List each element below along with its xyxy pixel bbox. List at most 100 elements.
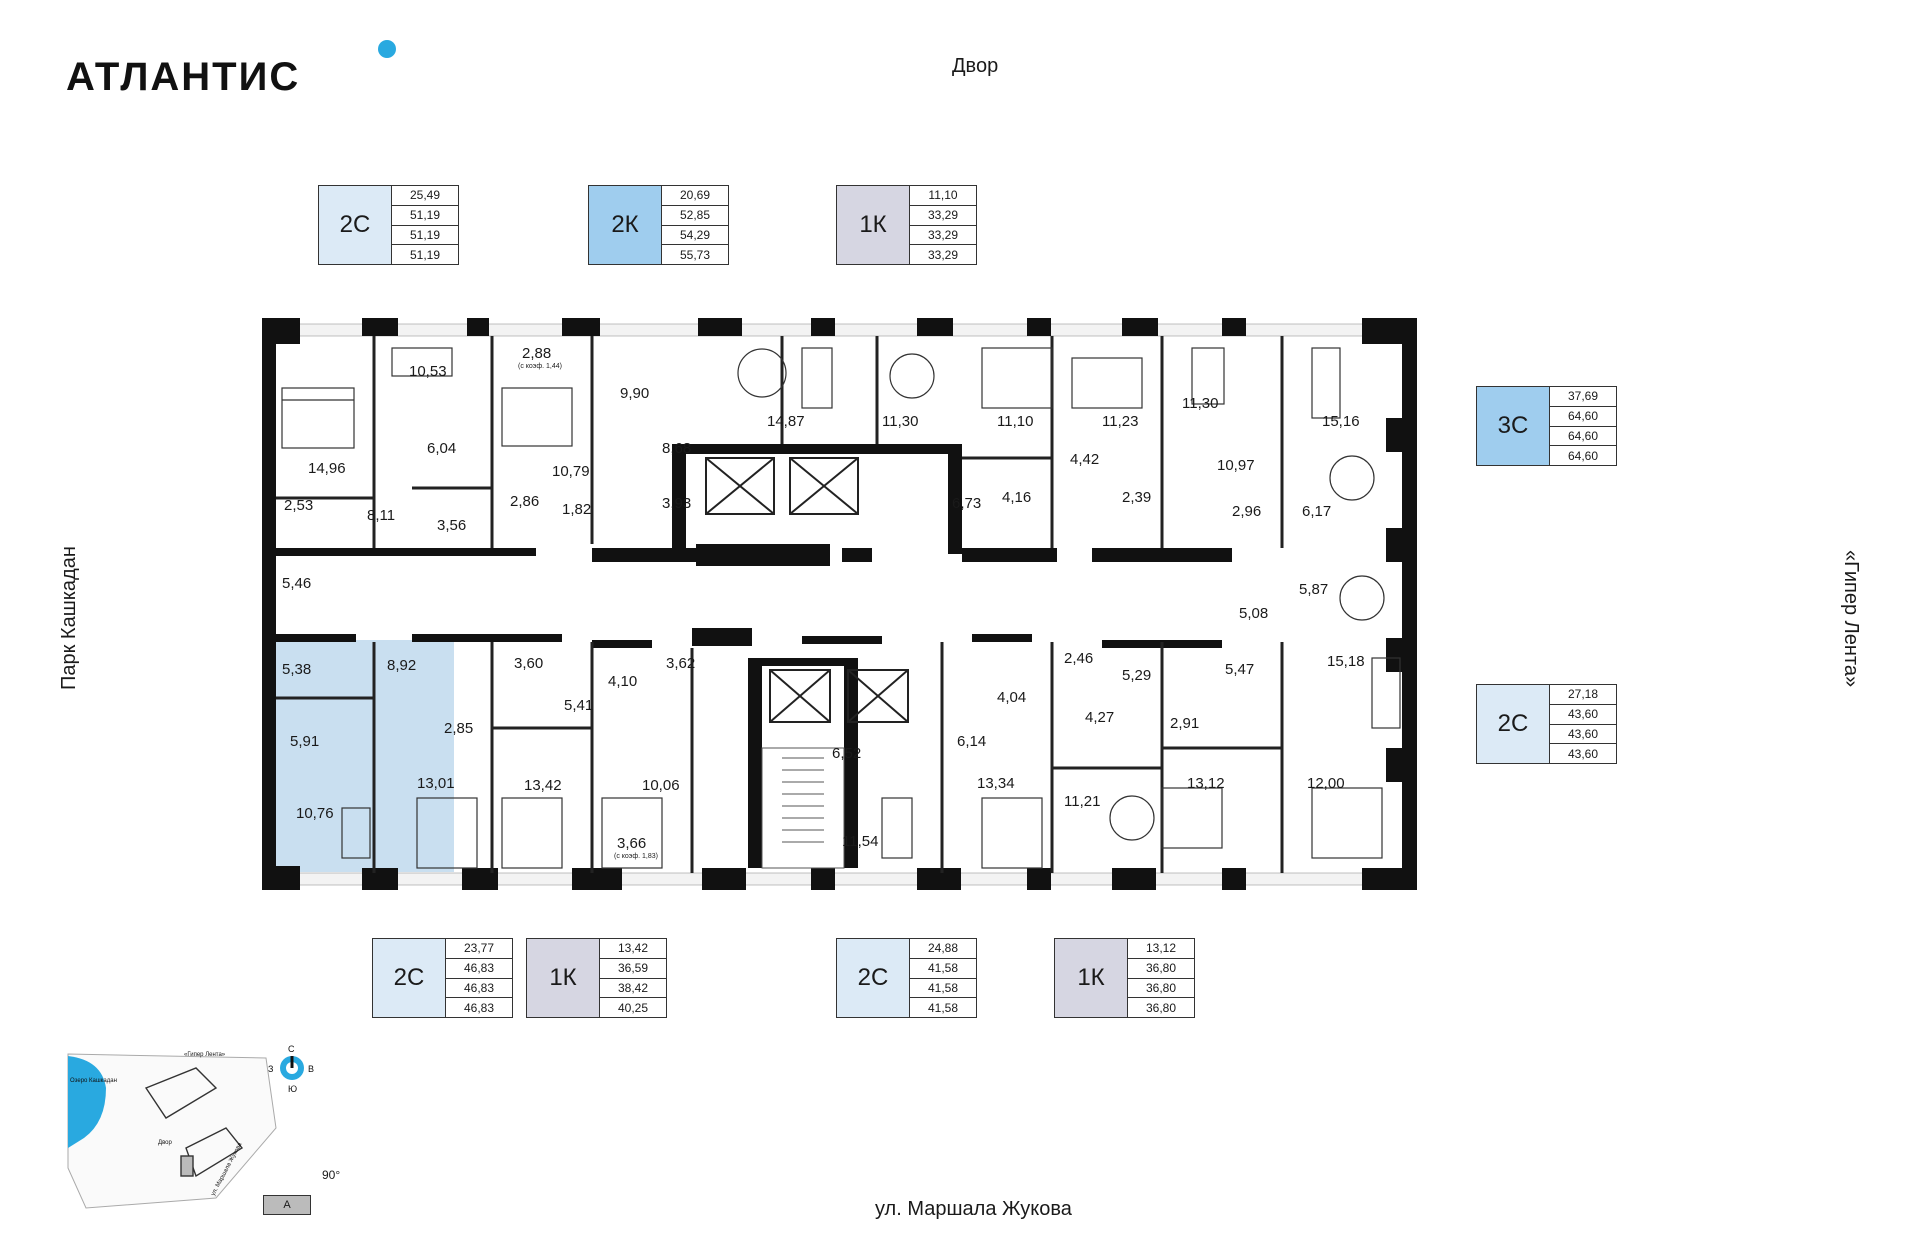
room-area-note: (с коэф. 1,44): [518, 363, 562, 370]
area-value: 43,60: [1567, 746, 1599, 761]
area-value: 36,80: [1128, 979, 1194, 999]
compass-south: Ю: [288, 1084, 297, 1094]
room-area: 2,46: [1064, 650, 1093, 667]
minimap-lake-label: Озеро Кашкадан: [70, 1078, 117, 1084]
room-area: 10,76: [296, 805, 334, 822]
area-value: 24,88: [910, 939, 976, 959]
area-value: 25,49: [392, 186, 458, 206]
area-value: 13,12: [1128, 939, 1194, 959]
room-area: 5,29: [1122, 667, 1151, 684]
apartment-type: 2С: [319, 186, 392, 264]
area-value: 41,58: [927, 1000, 959, 1015]
lake-shape: [68, 1056, 106, 1148]
area-value: 51,19: [409, 247, 441, 262]
street-label-right: «Гипер Лента»: [1840, 550, 1862, 688]
room-area: 11,30: [1182, 395, 1218, 412]
apartment-type: 2С: [837, 939, 910, 1017]
elevator-shafts: [705, 457, 909, 723]
room-area: 5,87: [1299, 581, 1328, 598]
rotation-label: 90°: [322, 1168, 341, 1182]
room-area: 10,79: [552, 463, 590, 480]
floor-plan: 10,53 2,88 (с коэф. 1,44) 9,90 14,87 11,…: [262, 318, 1417, 890]
apartment-type: 2С: [1477, 685, 1550, 763]
outer-walls: [262, 318, 1417, 890]
apartment-type: 1К: [837, 186, 910, 264]
room-area: 4,16: [1002, 489, 1031, 506]
apartment-card[interactable]: 2К 20,69 52,85 54,29 55,73: [588, 185, 729, 265]
room-area: 6,14: [957, 733, 986, 750]
room-area: 11,30: [882, 413, 918, 430]
compass-north: С: [288, 1044, 295, 1054]
room-area: 11,54: [842, 833, 878, 850]
apartment-type: 1К: [1055, 939, 1128, 1017]
room-area: 4,04: [997, 689, 1026, 706]
room-area: 2,96: [1232, 503, 1261, 520]
room-area: 5,38: [282, 661, 311, 678]
apartment-card[interactable]: 2С 24,88 41,58 41,58 41,58: [836, 938, 977, 1018]
room-area: 2,86: [510, 493, 539, 510]
area-value: 64,60: [1550, 407, 1616, 427]
room-area-note: (с коэф. 1,83): [614, 853, 658, 860]
room-area: 5,91: [290, 733, 319, 750]
compass-west: З: [268, 1064, 273, 1074]
area-value: 27,18: [1550, 685, 1616, 705]
room-area: 8,11: [367, 507, 395, 524]
apartment-type: 1К: [527, 939, 600, 1017]
room-area: 2,39: [1122, 489, 1151, 506]
room-area: 4,42: [1070, 451, 1099, 468]
room-area: 13,34: [977, 775, 1015, 792]
section-label: А: [263, 1195, 311, 1215]
apartment-card[interactable]: 1К 13,42 36,59 38,42 40,25: [526, 938, 667, 1018]
street-label-left: Парк Кашкадан: [58, 546, 80, 690]
compass: С Ю З В: [264, 1040, 320, 1096]
room-area: 3,62: [666, 655, 695, 672]
highlight-apartment-part: [374, 640, 454, 872]
apartment-type: 2К: [589, 186, 662, 264]
room-area: 3,93: [662, 495, 691, 512]
room-area: 9,90: [620, 385, 649, 402]
interior-partitions: [276, 336, 1284, 873]
room-area: 5,47: [1225, 661, 1254, 678]
area-value: 64,60: [1567, 448, 1599, 463]
room-area: 6,17: [1302, 503, 1331, 520]
room-area: 10,06: [642, 777, 680, 794]
room-area: 8,68: [662, 440, 691, 457]
area-value: 33,29: [910, 226, 976, 246]
apartment-card[interactable]: 1К 11,10 33,29 33,29 33,29: [836, 185, 977, 265]
street-label-bottom: ул. Маршала Жукова: [875, 1198, 1072, 1220]
room-area: 3,60: [514, 655, 543, 672]
area-value: 40,25: [617, 1000, 649, 1015]
apartment-card[interactable]: 3С 37,69 64,60 64,60 64,60: [1476, 386, 1617, 466]
room-area: 6,04: [427, 440, 456, 457]
room-area: 11,10: [997, 413, 1033, 430]
room-area: 13,42: [524, 777, 562, 794]
furniture: [281, 347, 1401, 869]
apartment-card[interactable]: 2С 25,49 51,19 51,19 51,19: [318, 185, 459, 265]
area-value: 43,60: [1550, 705, 1616, 725]
room-area: 2,53: [284, 497, 313, 514]
staircase: [761, 747, 845, 869]
street-label-top: Двор: [952, 55, 999, 77]
area-value: 43,60: [1550, 725, 1616, 745]
room-labels: 10,53 2,88 (с коэф. 1,44) 9,90 14,87 11,…: [282, 345, 1365, 860]
area-value: 46,83: [446, 959, 512, 979]
area-value: 41,58: [910, 959, 976, 979]
room-area: 15,16: [1322, 413, 1360, 430]
area-value: 55,73: [679, 247, 711, 262]
area-value: 46,83: [446, 979, 512, 999]
apartment-card[interactable]: 2С 23,77 46,83 46,83 46,83: [372, 938, 513, 1018]
area-value: 20,69: [662, 186, 728, 206]
room-area: 5,08: [1239, 605, 1268, 622]
area-value: 46,83: [463, 1000, 495, 1015]
area-value: 33,29: [910, 206, 976, 226]
area-value: 64,60: [1550, 427, 1616, 447]
area-value: 37,69: [1550, 387, 1616, 407]
area-value: 36,59: [600, 959, 666, 979]
apartment-card[interactable]: 1К 13,12 36,80 36,80 36,80: [1054, 938, 1195, 1018]
room-area: 2,91: [1170, 715, 1199, 732]
area-value: 38,42: [600, 979, 666, 999]
room-area: 10,53: [409, 363, 447, 380]
room-area: 14,96: [308, 460, 346, 477]
room-area: 10,97: [1217, 457, 1255, 474]
apartment-card[interactable]: 2С 27,18 43,60 43,60 43,60: [1476, 684, 1617, 764]
